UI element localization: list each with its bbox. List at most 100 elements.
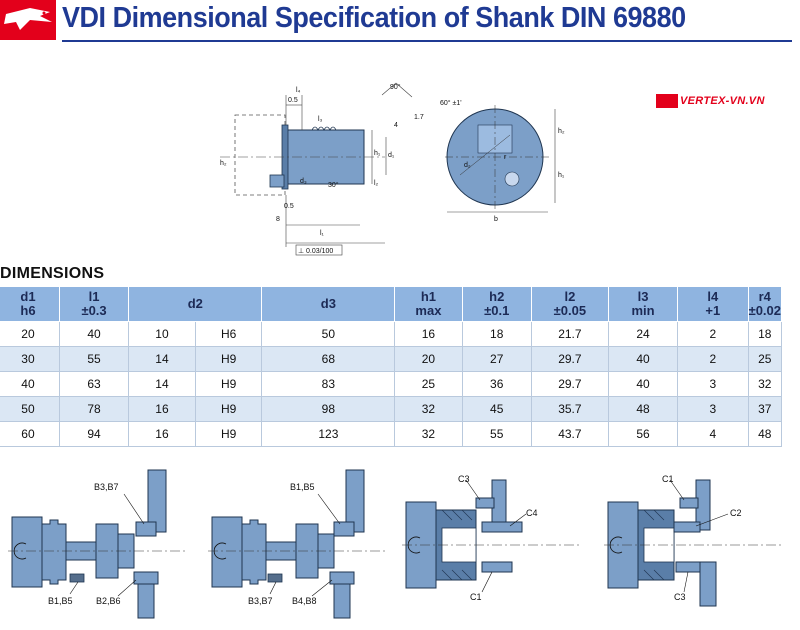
label-l3: l₃ — [318, 116, 323, 123]
table-row: 60 94 16 H9 123 32 55 43.7 56 4 48 — [0, 421, 783, 447]
setup-diagram-1: B3,B7 B1,B5 B2,B6 — [8, 462, 193, 622]
cell-d2: 16 — [128, 421, 196, 447]
cell-d1: 50 — [0, 396, 60, 422]
company-logo — [0, 0, 56, 40]
cell-d1: 40 — [0, 371, 60, 397]
setup-diagram-3: C3 C4 C1 — [402, 462, 587, 622]
eagle-icon — [4, 8, 52, 30]
cell-d2-tolerance: H9 — [194, 346, 263, 372]
header-underline — [62, 40, 792, 42]
cell-l3: 40 — [607, 371, 679, 397]
cell-h2: 18 — [461, 321, 532, 347]
brand-name: VERTEX-VN.VN — [680, 95, 765, 107]
table-row: 50 78 16 H9 98 32 45 35.7 48 3 37 — [0, 396, 783, 422]
cell-l3: 24 — [607, 321, 679, 347]
label-90deg: 90° — [390, 83, 401, 91]
cell-l4: 3 — [677, 371, 749, 397]
table-row: 20 40 10 H6 50 16 18 21.7 24 2 18 — [0, 321, 783, 347]
cell-d2: 14 — [128, 346, 196, 372]
cell-l4: 2 — [677, 321, 749, 347]
label-l2: l₂ — [374, 180, 379, 187]
cell-r4: 32 — [747, 371, 783, 397]
cell-h1: 32 — [394, 396, 463, 422]
label-l1: l₁ — [320, 230, 325, 237]
label-tolerance: ⊥ 0.03/100 — [298, 248, 333, 255]
dimensions-heading: DIMENSIONS — [0, 265, 105, 282]
setup-diagram-4: C1 C2 C3 — [604, 462, 789, 622]
label-d1: d₁ — [388, 152, 395, 159]
cell-r4: 18 — [747, 321, 783, 347]
cell-r4: 25 — [747, 346, 783, 372]
label-05b: 0.5 — [284, 203, 294, 210]
label-l4: l₄ — [296, 87, 301, 94]
setup-label: C3 — [458, 474, 470, 484]
cell-l2: 43.7 — [530, 421, 609, 447]
cell-d3: 123 — [261, 421, 396, 447]
cell-d2: 16 — [128, 396, 196, 422]
table-row: 40 63 14 H9 83 25 36 29.7 40 3 32 — [0, 371, 783, 397]
cell-l4: 3 — [677, 396, 749, 422]
cell-l4: 4 — [677, 421, 749, 447]
label-60deg: 60° ±1' — [440, 99, 462, 107]
cell-l1: 55 — [58, 346, 130, 372]
setup-label: C1 — [662, 474, 674, 484]
cell-l1: 78 — [58, 396, 130, 422]
cell-l2: 29.7 — [530, 371, 609, 397]
label-30deg: 30° — [328, 181, 339, 189]
cell-l2: 21.7 — [530, 321, 609, 347]
cell-h1: 16 — [394, 321, 463, 347]
setup-label: B1,B5 — [48, 596, 73, 606]
label-h2: h₂ — [220, 160, 227, 167]
setup-label: B4,B8 — [292, 596, 317, 606]
setup-label: C4 — [526, 508, 538, 518]
cell-d2-tolerance: H9 — [194, 396, 263, 422]
boring-setup-2-drawing — [604, 479, 784, 607]
cell-d1: 30 — [0, 346, 60, 372]
brand-badge: VERTEX-VN.VN — [656, 94, 765, 108]
cell-h2: 55 — [461, 421, 532, 447]
setup-label: B2,B6 — [96, 596, 121, 606]
cell-h2: 45 — [461, 396, 532, 422]
cell-d3: 83 — [261, 371, 396, 397]
col-d2: d2 — [128, 286, 263, 322]
cell-l2: 29.7 — [530, 346, 609, 372]
setup-label: C2 — [730, 508, 742, 518]
shank-side-view-drawing: l₄ 0.5 l₃ 90° 1.7 4 h₁ d₁ h₂ d₃ 30° l₂ 0… — [220, 82, 424, 256]
setup-label: B3,B7 — [248, 596, 273, 606]
label-d2: d₂ — [464, 162, 471, 169]
shank-end-view-drawing: h₂ h₁ d₂ r b 60° ±1' — [440, 99, 565, 223]
cell-d2: 10 — [128, 321, 196, 347]
setup-diagram-2: B1,B5 B3,B7 B4,B8 — [208, 462, 393, 622]
cell-h1: 32 — [394, 421, 463, 447]
cell-d3: 98 — [261, 396, 396, 422]
cell-h2: 36 — [461, 371, 532, 397]
cell-d1: 20 — [0, 321, 60, 347]
cell-d2: 14 — [128, 371, 196, 397]
turning-setup-1-drawing — [8, 469, 188, 619]
cell-l4: 2 — [677, 346, 749, 372]
cell-l3: 56 — [607, 421, 679, 447]
cell-h1: 20 — [394, 346, 463, 372]
setup-label: C3 — [674, 592, 686, 602]
page-title: VDI Dimensional Specification of Shank D… — [62, 2, 686, 34]
cell-d3: 68 — [261, 346, 396, 372]
col-l1: l1±0.3 — [58, 286, 130, 322]
cell-r4: 48 — [747, 421, 783, 447]
label-17: 1.7 — [414, 114, 424, 121]
col-l4: l4+1 — [677, 286, 749, 322]
label-4: 4 — [394, 122, 398, 129]
label-b: b — [494, 216, 498, 223]
setup-label: B1,B5 — [290, 482, 315, 492]
label-r: r — [504, 154, 507, 161]
cell-l1: 63 — [58, 371, 130, 397]
col-r4: r4±0.02 — [747, 286, 783, 322]
cell-d1: 60 — [0, 421, 60, 447]
cell-d2-tolerance: H9 — [194, 421, 263, 447]
cell-h2: 27 — [461, 346, 532, 372]
boring-setup-1-drawing — [402, 479, 582, 593]
cell-l3: 40 — [607, 346, 679, 372]
label-05: 0.5 — [288, 97, 298, 104]
